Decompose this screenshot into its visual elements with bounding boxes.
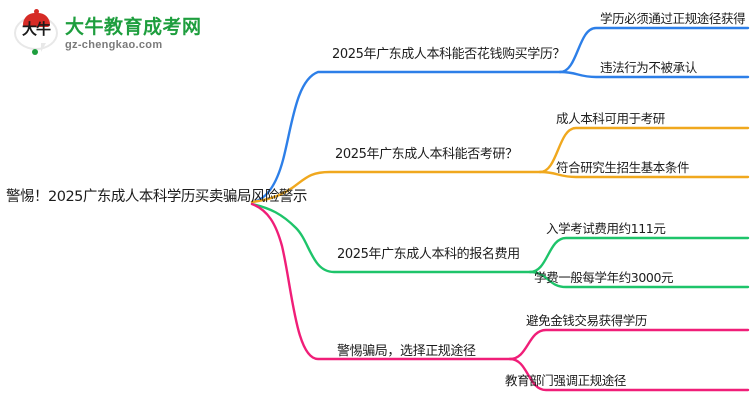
branch-4-spine <box>250 202 512 361</box>
branch-1-child-1-link <box>558 26 750 74</box>
logo-title: 大牛教育成考网 <box>65 16 202 38</box>
branch-2-child-2-link <box>538 170 750 179</box>
branch-3-child-1-link <box>528 236 750 274</box>
branch-2-child-1-label[interactable]: 成人本科可用于考研 <box>556 111 665 126</box>
branch-4-child-2-label[interactable]: 教育部门强调正规途径 <box>505 373 627 388</box>
branch-3-child-1-label[interactable]: 入学考试费用约111元 <box>546 221 666 236</box>
branch-1-label[interactable]: 2025年广东成人本科能否花钱购买学历？ <box>332 47 566 62</box>
branch-2-child-2-label[interactable]: 符合研究生招生基本条件 <box>556 160 690 175</box>
branch-4-child-2-link <box>508 357 750 392</box>
branch-2-label[interactable]: 2025年广东成人本科能否考研？ <box>335 147 518 162</box>
branch-3-label[interactable]: 2025年广东成人本科的报名费用 <box>337 247 520 262</box>
site-logo: 大牛 大牛教育成考网 gz-chengkao.com <box>14 9 214 58</box>
logo-subtitle: gz-chengkao.com <box>65 39 163 51</box>
branch-4-child-1-label[interactable]: 避免金钱交易获得学历 <box>526 313 648 328</box>
green-dot-icon <box>32 49 38 55</box>
branch-3-child-2-link <box>528 270 750 289</box>
logo-mark-icon: 大牛 <box>14 9 58 56</box>
branch-1-child-2-link <box>558 70 750 79</box>
branch-2-spine <box>250 170 542 204</box>
root-node-label[interactable]: 警惕！2025广东成人本科学历买卖骗局风险警示 <box>6 189 307 205</box>
speech-bubble-tail-icon <box>41 43 49 52</box>
branch-2-child-1-link <box>538 126 750 174</box>
branch-1-child-1-label[interactable]: 学历必须通过正规途径获得 <box>600 11 746 26</box>
branch-3-spine <box>250 202 532 274</box>
branch-1-child-2-label[interactable]: 违法行为不被承认 <box>600 60 697 75</box>
branch-1-spine <box>250 70 562 204</box>
logo-mark-label: 大牛 <box>21 20 51 38</box>
red-cap-icon <box>23 9 50 27</box>
branch-4-label[interactable]: 警惕骗局，选择正规途径 <box>337 344 476 359</box>
branch-3-child-2-label[interactable]: 学费一般每学年约3000元 <box>534 270 674 285</box>
branch-4-child-1-link <box>508 328 750 361</box>
logo-text: 大牛教育成考网 gz-chengkao.com <box>65 16 202 52</box>
